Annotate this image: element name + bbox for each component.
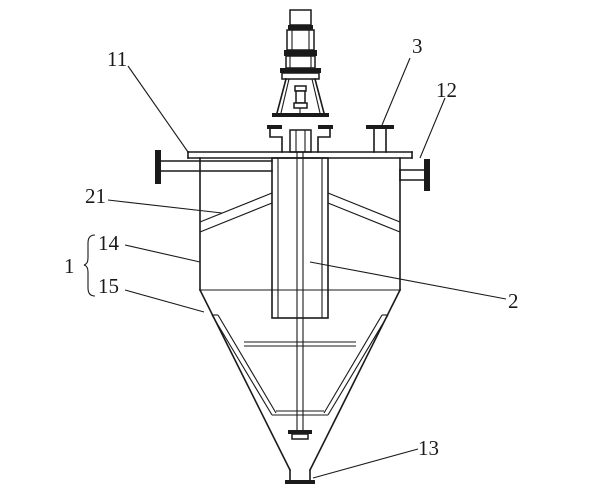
leader-lines xyxy=(83,57,507,479)
draft-tube-body xyxy=(271,157,329,319)
label-2: 2 xyxy=(508,289,519,313)
motor-band xyxy=(288,25,313,30)
inlet-pipe-left xyxy=(155,150,273,184)
seal-housing xyxy=(289,129,312,153)
drive-frame xyxy=(272,78,329,117)
motor-flange xyxy=(284,50,317,56)
reducer-flange xyxy=(280,68,321,73)
motor-cap xyxy=(289,9,312,26)
motor-body xyxy=(286,29,315,51)
label-12: 12 xyxy=(436,78,457,102)
draft-tube xyxy=(271,157,329,319)
bearing-seat xyxy=(267,125,333,153)
tank-lid xyxy=(187,151,413,159)
coupling xyxy=(295,90,306,104)
label-13: 13 xyxy=(418,436,439,460)
bottom-impeller xyxy=(288,430,312,440)
outlet-pipe-right xyxy=(399,159,430,191)
label-14: 14 xyxy=(98,231,120,255)
coupling-bottom xyxy=(293,102,308,109)
outlet-flange xyxy=(424,159,430,191)
baffles xyxy=(199,192,401,233)
top-nozzle xyxy=(366,125,394,153)
callout-labels: 11 3 12 21 1 14 15 2 13 xyxy=(64,34,519,460)
conical-bottom xyxy=(198,288,402,484)
label-1: 1 xyxy=(64,254,75,278)
label-21: 21 xyxy=(85,184,106,208)
label-15: 15 xyxy=(98,274,119,298)
bottom-outlet-flange xyxy=(285,480,315,484)
motor-assembly xyxy=(280,9,321,80)
cone-scraper xyxy=(211,314,389,416)
inlet-flange xyxy=(155,150,161,184)
reducer-ring xyxy=(281,72,320,80)
cylinder-shell xyxy=(199,157,401,291)
stirring-shaft xyxy=(296,152,304,432)
label-11: 11 xyxy=(107,47,127,71)
label-3: 3 xyxy=(412,34,423,58)
